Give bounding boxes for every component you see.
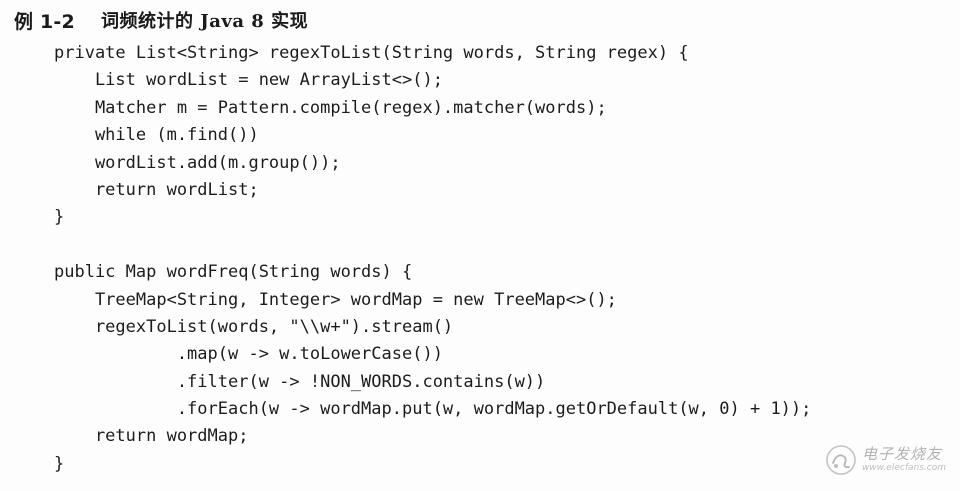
watermark-text: 电子发烧友 www.elecfans.com	[862, 447, 946, 473]
code-line: .filter(w -> !NON_WORDS.contains(w))	[54, 371, 546, 392]
code-line: while (m.find())	[54, 125, 259, 146]
watermark-url: www.elecfans.com	[861, 463, 946, 473]
code-line: private List<String> regexToList(String …	[54, 43, 689, 63]
code-listing: private List<String> regexToList(String …	[54, 40, 954, 478]
code-line: List wordList = new ArrayList<>();	[54, 70, 443, 91]
code-line: return wordMap;	[54, 426, 249, 447]
code-line: .map(w -> w.toLowerCase())	[54, 344, 443, 365]
code-line: TreeMap<String, Integer> wordMap = new T…	[54, 289, 617, 310]
elecfans-logo-icon	[824, 443, 858, 477]
example-title: 词频统计的 Java 8 实现	[100, 11, 309, 32]
example-label: 例 1-2	[14, 10, 75, 33]
code-line: return wordList;	[54, 179, 259, 200]
example-header: 例 1-2 词频统计的 Java 8 实现	[14, 6, 308, 34]
code-line: }	[54, 453, 65, 474]
code-line: regexToList(words, "\\w+").stream()	[54, 316, 454, 337]
code-line: Matcher m = Pattern.compile(regex).match…	[54, 97, 607, 118]
code-line: }	[54, 207, 65, 228]
watermark: 电子发烧友 www.elecfans.com	[824, 443, 946, 477]
code-line: .forEach(w -> wordMap.put(w, wordMap.get…	[54, 399, 812, 420]
code-line-blank	[54, 232, 954, 259]
code-line: wordList.add(m.group());	[54, 152, 341, 173]
watermark-name: 电子发烧友	[861, 445, 942, 463]
code-line: public Map wordFreq(String words) {	[54, 262, 413, 283]
